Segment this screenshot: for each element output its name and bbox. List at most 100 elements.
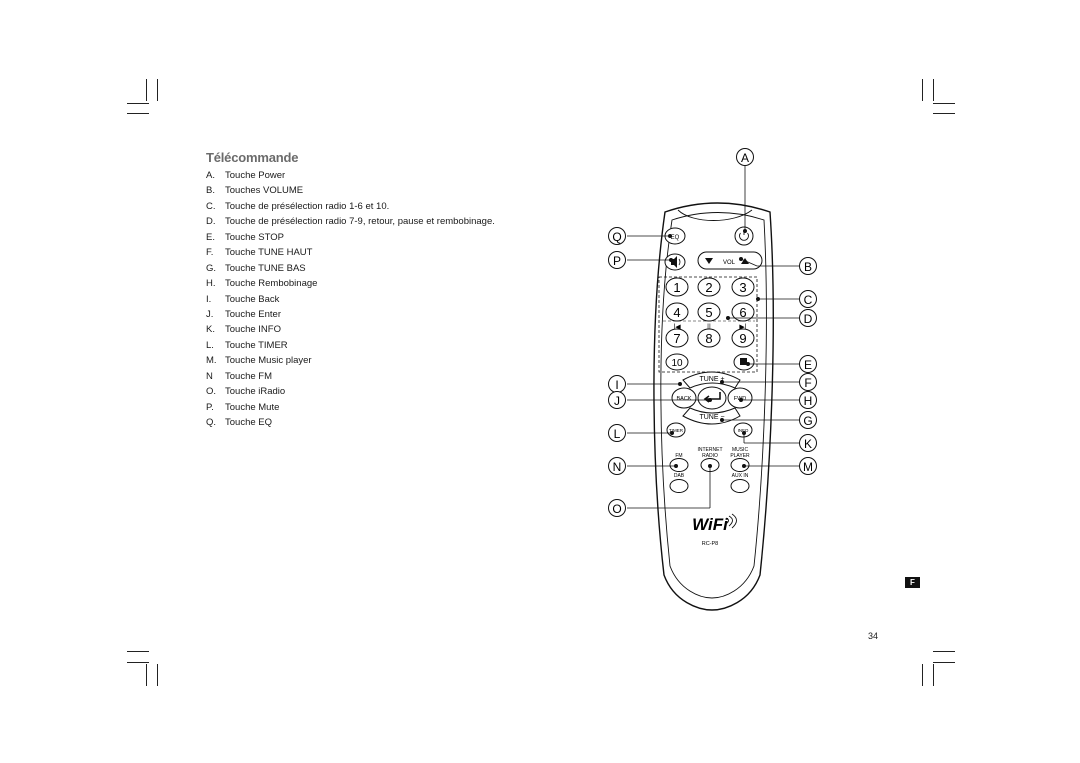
triangle-down-icon [705, 258, 713, 264]
aux-in-button[interactable] [730, 479, 750, 493]
music-player-label-line1: MUSIC [732, 447, 749, 453]
volume-rocker[interactable] [697, 251, 763, 270]
callout-b [799, 257, 817, 275]
item-letter: O. [206, 386, 217, 398]
preset-4-button[interactable] [665, 302, 689, 322]
list-item: I.Touche Back [206, 292, 495, 307]
model-number: RC-P8 [702, 541, 719, 547]
item-letter: F. [206, 247, 214, 259]
callout-g-label: G [803, 414, 812, 428]
crop-mark [157, 664, 158, 686]
fwd-button[interactable] [727, 387, 753, 409]
crop-mark [127, 662, 149, 663]
callout-f [799, 373, 817, 391]
crop-mark [933, 113, 955, 114]
item-label: Touche Rembobinage [225, 278, 318, 290]
item-letter: G. [206, 262, 217, 274]
crop-mark [933, 103, 955, 104]
timer-label: TIMER [669, 428, 684, 433]
crop-mark [127, 651, 149, 652]
key-legend-list: A.Touche Power B.Touches VOLUME C.Touche… [206, 168, 495, 430]
callout-h [799, 391, 817, 409]
preset-3-label: 3 [739, 280, 746, 295]
callout-a-label: A [741, 151, 749, 165]
number-keypad: 1 2 3 4 5 6 |◀ || ▶| 7 8 9 10 [663, 277, 755, 371]
internet-radio-label-line2: RADIO [702, 453, 718, 459]
stop-square-icon [740, 358, 747, 365]
crop-mark [127, 103, 149, 104]
list-item: A.Touche Power [206, 168, 495, 183]
fm-label: FM [675, 453, 682, 459]
callout-m-label: M [803, 460, 813, 474]
remote-top-notch [677, 209, 753, 221]
preset-1-label: 1 [673, 280, 680, 295]
item-label: Touche Back [225, 293, 280, 305]
preset-3-button[interactable] [731, 277, 755, 297]
vol-label: VOL [723, 260, 736, 266]
preset-9-label: 9 [739, 331, 746, 346]
callout-j-label: J [614, 394, 620, 408]
preset-2-button[interactable] [697, 277, 721, 297]
callout-e-label: E [804, 358, 812, 372]
list-item: C.Touche de présélection radio 1-6 et 10… [206, 199, 495, 214]
callout-l-label: L [614, 427, 621, 441]
item-letter: M. [206, 355, 217, 367]
callout-p [608, 251, 626, 269]
item-label: Touche iRadio [225, 386, 286, 398]
tune-up-button[interactable] [682, 371, 741, 389]
preset-7-label: 7 [673, 331, 680, 346]
item-letter: E. [206, 231, 215, 243]
list-item: P.Touche Mute [206, 400, 495, 415]
eq-label: EQ [671, 235, 680, 241]
preset-10-label: 10 [671, 358, 683, 369]
back-button[interactable] [671, 387, 697, 409]
preset-8-button[interactable] [697, 328, 721, 348]
item-label: Touche de présélection radio 7-9, retour… [225, 216, 495, 228]
item-label: Touche TUNE HAUT [225, 247, 313, 259]
internet-radio-label-line1: INTERNET [698, 447, 723, 453]
callout-m [799, 457, 817, 475]
callout-g [799, 411, 817, 429]
music-player-button[interactable] [730, 458, 750, 472]
preset-1-button[interactable] [665, 277, 689, 297]
crop-mark [933, 662, 955, 663]
list-item: H.Touche Rembobinage [206, 276, 495, 291]
item-letter: Q. [206, 417, 217, 428]
preset-8-label: 8 [705, 331, 712, 346]
callout-n [608, 457, 626, 475]
dab-button[interactable] [669, 479, 689, 493]
callout-markers: A Q P B C D E F I H J G L K N M O [608, 148, 817, 517]
callout-h-label: H [804, 394, 813, 408]
item-letter: J. [206, 308, 214, 320]
list-item: B.Touches VOLUME [206, 183, 495, 198]
callout-l [608, 424, 626, 442]
tune-minus-label: TUNE − [699, 414, 724, 421]
callout-q-label: Q [612, 230, 621, 244]
preset-9-button[interactable] [731, 328, 755, 348]
preset-10-button[interactable] [665, 353, 689, 371]
fm-button[interactable] [669, 458, 689, 472]
item-label: Touche Mute [225, 401, 280, 413]
previous-icon: |◀ [673, 324, 681, 331]
list-item: G.Touche TUNE BAS [206, 261, 495, 276]
callout-n-label: N [613, 460, 622, 474]
wifi-brand-logo: WiFi [692, 515, 729, 534]
crop-mark [933, 651, 955, 652]
item-label: Touche STOP [225, 231, 284, 243]
item-letter: C. [206, 200, 216, 212]
callout-c-label: C [804, 293, 813, 307]
item-label: Touche INFO [225, 324, 281, 336]
dab-label: DAB [674, 473, 685, 479]
info-button[interactable] [733, 422, 753, 438]
power-button[interactable] [734, 226, 754, 246]
callout-k [799, 434, 817, 452]
item-letter: K. [206, 324, 215, 336]
preset-4-label: 4 [673, 305, 680, 320]
preset-7-button[interactable] [665, 328, 689, 348]
enter-button[interactable] [697, 386, 727, 410]
crop-mark [157, 79, 158, 101]
callout-o-label: O [612, 502, 621, 516]
crop-mark [933, 664, 934, 686]
